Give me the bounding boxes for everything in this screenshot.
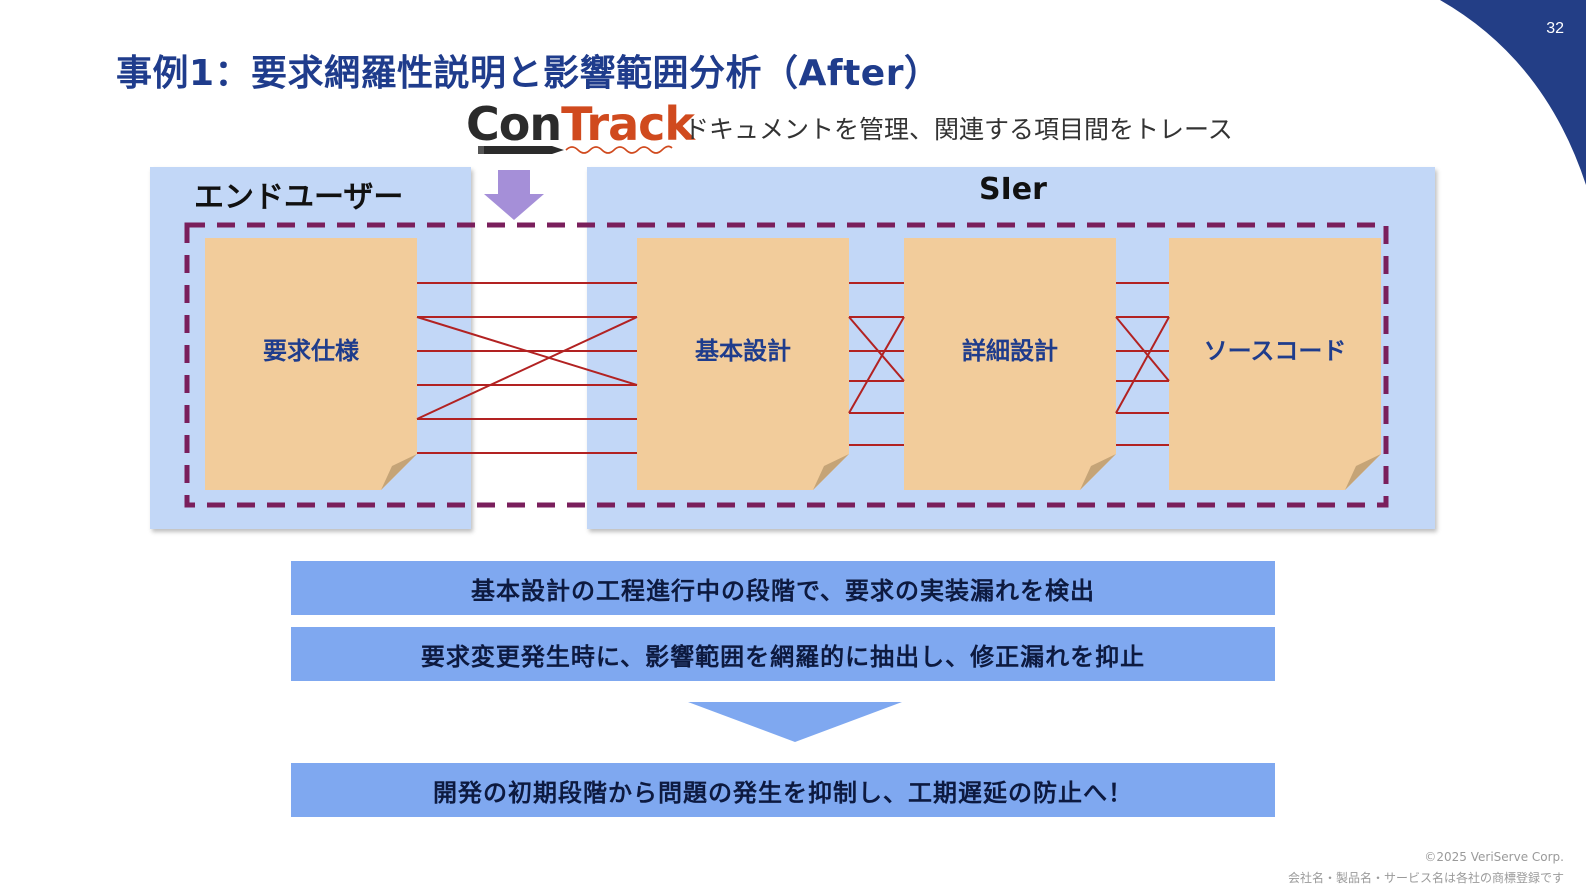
pencil-icon [478, 145, 673, 154]
logo-text-con: Con [466, 97, 562, 151]
down-arrow-icon [484, 170, 544, 220]
logo-text-track: Track [561, 97, 695, 151]
sier-label: SIer [979, 172, 1047, 207]
contrack-logo: ConTrack [466, 96, 695, 160]
doc-label-requirements: 要求仕様 [263, 337, 359, 365]
doc-label-basic-design: 基本設計 [695, 337, 791, 365]
trace-lines-detail-source [1115, 282, 1170, 446]
page-number: 32 [1546, 20, 1564, 37]
tagline: ドキュメントを管理、関連する項目間をトレース [684, 115, 1233, 144]
end-user-label: エンドユーザー [194, 180, 404, 215]
benefit-bar-1: 基本設計の工程進行中の段階で、要求の実装漏れを検出 [291, 561, 1275, 615]
doc-label-detail-design: 詳細設計 [962, 337, 1058, 365]
doc-label-source-code: ソースコード [1203, 337, 1347, 365]
chevron-down-icon [688, 702, 902, 742]
trace-scope-border [184, 222, 1389, 508]
document-requirements [205, 238, 417, 490]
conclusion-bar: 開発の初期段階から問題の発生を抑制し、工期遅延の防止へ！ [291, 763, 1275, 817]
document-source-code [1169, 238, 1381, 490]
copyright-text: ©2025 VeriServe Corp. [1424, 850, 1564, 864]
document-basic-design [637, 238, 849, 490]
page-title: 事例1：要求網羅性説明と影響範囲分析（After） [116, 53, 941, 94]
benefit-bar-2: 要求変更発生時に、影響範囲を網羅的に抽出し、修正漏れを抑止 [291, 627, 1275, 681]
trademark-text: 会社名・製品名・サービス名は各社の商標登録です [1287, 871, 1564, 885]
document-detail-design [904, 238, 1116, 490]
trace-lines-basic-detail [848, 282, 905, 446]
trace-lines-req-basic [416, 282, 638, 454]
